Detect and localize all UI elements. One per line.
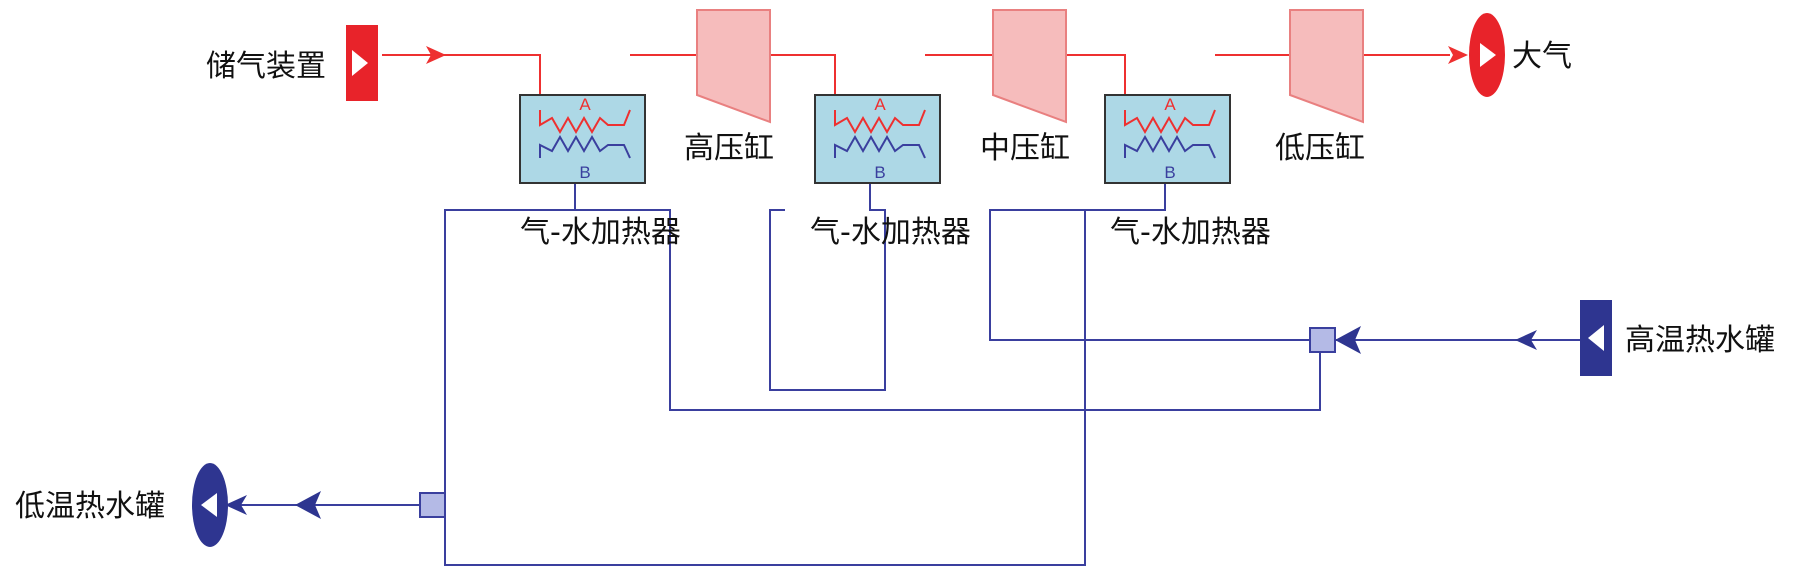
heater-2-side-b: B — [874, 163, 885, 182]
heater-2-side-a: A — [874, 95, 886, 114]
atmosphere-label: 大气 — [1512, 39, 1572, 74]
hot-tank-node — [1580, 300, 1612, 376]
heater-3-side-a: A — [1164, 95, 1176, 114]
heater-1-side-b: B — [579, 163, 590, 182]
heater-1-label: 气-水加热器 — [520, 215, 681, 250]
heater-2-label: 气-水加热器 — [810, 215, 971, 250]
cold-water-arrow-1 — [295, 491, 321, 519]
turbine-ip — [992, 9, 1067, 124]
heater-3-label: 气-水加热器 — [1110, 215, 1271, 250]
heater-2: A B — [814, 94, 941, 184]
hot-tank-label: 高温热水罐 — [1625, 323, 1775, 358]
hot-water-arrow-1 — [1515, 330, 1537, 350]
heater-1-side-a: A — [579, 95, 591, 114]
turbine-hp — [696, 9, 771, 124]
turbine-lp-label: 低压缸 — [1275, 131, 1365, 166]
heater-1: A B — [519, 94, 646, 184]
heater-3-side-b: B — [1164, 163, 1175, 182]
hot-water-splitter — [1309, 327, 1336, 353]
cold-tank-node — [192, 463, 228, 547]
cold-tank-label: 低温热水罐 — [15, 489, 165, 524]
air-source-node — [346, 25, 378, 101]
air-exhaust-arrow — [1448, 46, 1468, 64]
turbine-hp-label: 高压缸 — [684, 131, 774, 166]
turbine-lp — [1289, 9, 1364, 124]
cold-water-mixer — [419, 492, 446, 518]
turbine-ip-label: 中压缸 — [980, 131, 1070, 166]
water-piping — [225, 145, 1580, 566]
atmosphere-sink-node — [1469, 13, 1505, 97]
cold-water-arrow-2 — [225, 495, 247, 515]
air-source-label: 储气装置 — [206, 49, 326, 84]
hot-water-arrow-2 — [1335, 326, 1361, 354]
air-flow-arrow — [426, 46, 446, 64]
heater-3: A B — [1104, 94, 1231, 184]
